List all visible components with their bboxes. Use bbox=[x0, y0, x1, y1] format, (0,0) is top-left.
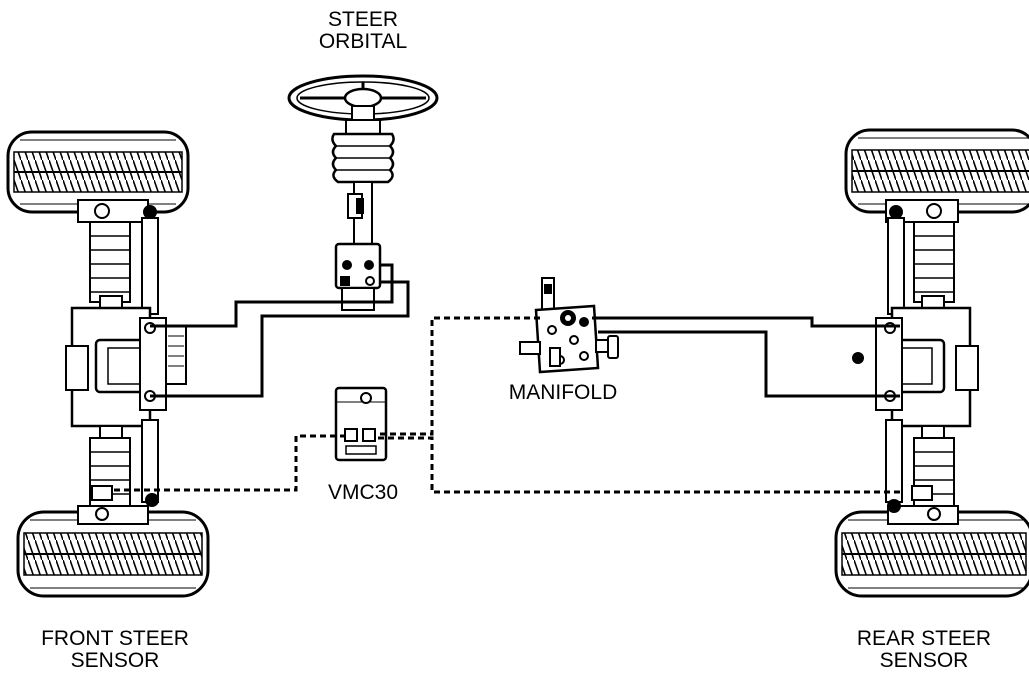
steer-orbital-label-line2: ORBITAL bbox=[293, 31, 433, 53]
front-steer-sensor-label-line1: FRONT STEER bbox=[10, 628, 220, 650]
manifold-label: MANIFOLD bbox=[488, 382, 638, 404]
steer-orbital bbox=[289, 76, 437, 310]
front-steer-sensor-label: FRONT STEER SENSOR bbox=[10, 628, 220, 672]
front-steer-sensor-label-line2: SENSOR bbox=[10, 650, 220, 672]
rear-axle bbox=[836, 130, 1029, 596]
rear-steer-sensor-label-line1: REAR STEER bbox=[826, 628, 1022, 650]
rear-steer-sensor-label: REAR STEER SENSOR bbox=[826, 628, 1022, 672]
front-axle bbox=[8, 132, 208, 596]
electrical-lines bbox=[112, 318, 900, 492]
steer-orbital-label-line1: STEER bbox=[293, 9, 433, 31]
rear-steer-sensor-label-line2: SENSOR bbox=[826, 650, 1022, 672]
hydraulic-lines bbox=[150, 265, 900, 396]
steer-orbital-label: STEER ORBITAL bbox=[293, 9, 433, 53]
manifold-valve bbox=[520, 278, 618, 372]
vmc30-controller bbox=[336, 388, 386, 460]
vmc30-label: VMC30 bbox=[308, 482, 418, 504]
